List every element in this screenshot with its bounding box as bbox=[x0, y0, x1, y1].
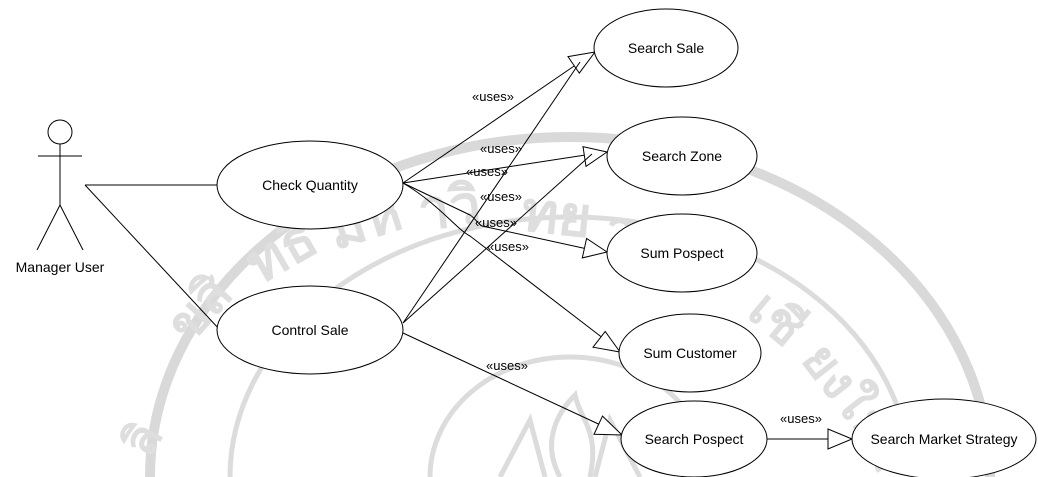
use-case-search-market-strategy[interactable]: Search Market Strategy bbox=[851, 398, 1037, 477]
use-case-label: Search Zone bbox=[642, 148, 722, 164]
uses-relation-control-sale-search-zone bbox=[402, 153, 593, 324]
use-case-sum-customer[interactable]: Sum Customer bbox=[618, 313, 762, 393]
uses-relation-search-pospect-search-market-strategy bbox=[767, 428, 854, 450]
use-case-search-pospect[interactable]: Search Pospect bbox=[620, 400, 768, 477]
uses-relation-control-sale-search-sale bbox=[402, 61, 581, 324]
actor-manager-user[interactable]: Manager User bbox=[16, 119, 105, 275]
uses-label: «uses» bbox=[472, 89, 514, 104]
uses-relation-check-quantity-search-sale bbox=[402, 51, 597, 184]
uses-label: «uses» bbox=[487, 239, 529, 254]
use-case-control-sale[interactable]: Control Sale bbox=[216, 285, 404, 375]
use-case-label: Sum Customer bbox=[643, 345, 737, 361]
use-case-check-quantity[interactable]: Check Quantity bbox=[216, 140, 404, 230]
uses-label: «uses» bbox=[480, 141, 522, 156]
watermark-glyph: ลิ bbox=[111, 413, 174, 465]
uses-relation-check-quantity-sum-customer bbox=[402, 182, 622, 353]
use-case-label: Search Sale bbox=[628, 40, 704, 56]
actor-label: Manager User bbox=[16, 259, 105, 275]
use-case-search-zone[interactable]: Search Zone bbox=[606, 116, 758, 196]
use-case-sum-pospect[interactable]: Sum Pospect bbox=[606, 213, 758, 293]
uses-relation-check-quantity-sum-pospect bbox=[402, 182, 609, 259]
use-case-label: Search Market Strategy bbox=[870, 431, 1017, 447]
use-case-label: Check Quantity bbox=[262, 177, 358, 193]
use-case-search-sale[interactable]: Search Sale bbox=[593, 8, 739, 88]
watermark-glyph: าวิ bbox=[415, 173, 484, 244]
watermark-glyph: ทย bbox=[519, 179, 595, 251]
uses-label: «uses» bbox=[466, 164, 508, 179]
uses-relation-control-sale-search-pospect bbox=[402, 332, 624, 436]
stick-figure-icon bbox=[36, 119, 84, 251]
uses-relation-check-quantity-search-zone bbox=[402, 145, 609, 184]
uses-label: «uses» bbox=[486, 358, 528, 373]
use-case-label: Search Pospect bbox=[645, 431, 744, 447]
uses-label: «uses» bbox=[780, 411, 822, 426]
use-case-label: Sum Pospect bbox=[640, 245, 723, 261]
uses-label: «uses» bbox=[480, 189, 522, 204]
use-case-label: Control Sale bbox=[271, 322, 348, 338]
uses-label: «uses» bbox=[475, 215, 517, 230]
association-line bbox=[84, 184, 221, 331]
